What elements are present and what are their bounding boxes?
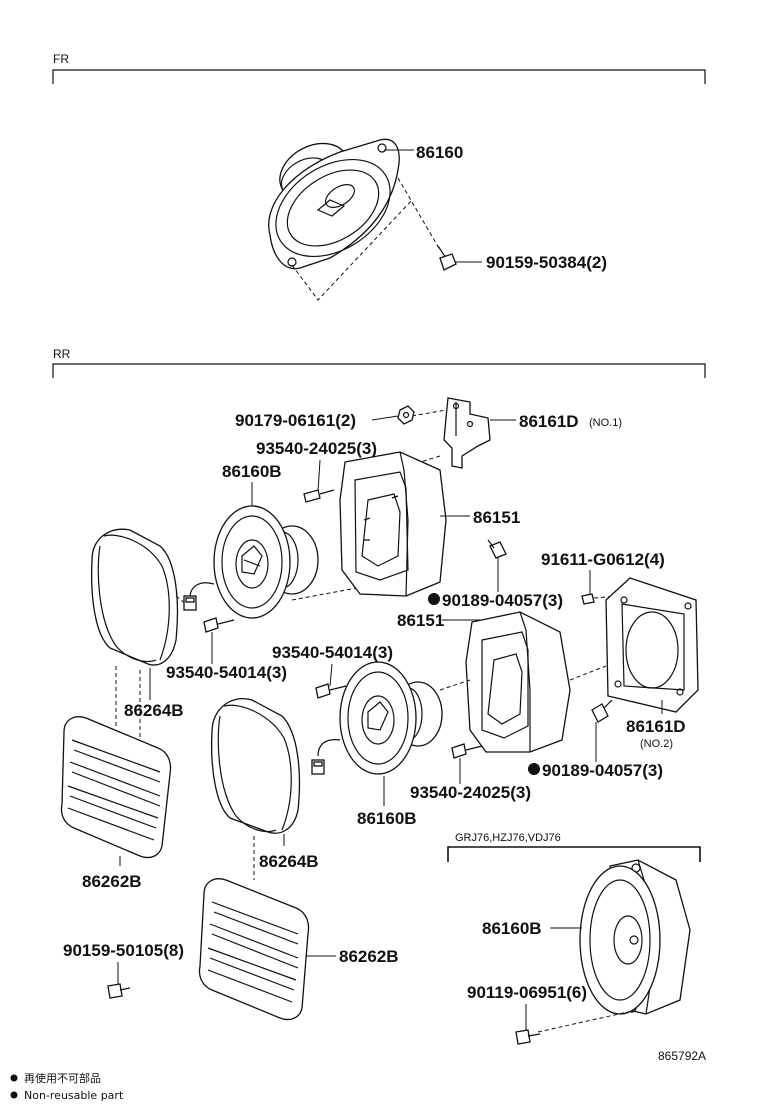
part-label-rr-screw-grille: 90159-50105(8): [63, 941, 184, 960]
rr-clip-bottom-icon: [591, 699, 613, 723]
part-label-fr-screw: 90159-50384(2): [486, 253, 607, 272]
rr-clip-top-icon: [487, 539, 507, 559]
part-label-variant-screw: 90119-06951(6): [467, 983, 587, 1002]
part-note-rr-bracket-no2: (NO.2): [640, 738, 673, 750]
part-label-rr-cover-left: 86264B: [124, 701, 184, 720]
fr-screw-icon: [437, 245, 457, 271]
rr-box-top-drawing: [339, 451, 470, 597]
part-label-rr-speaker-top: 86160B: [222, 462, 282, 481]
variant-speaker-drawing: [537, 859, 691, 1033]
rr-section-label: RR: [53, 347, 71, 361]
rr-screw-grille-icon: [107, 983, 131, 999]
rr-box-mid-drawing: [439, 611, 607, 753]
rr-nut-icon: [397, 405, 415, 425]
variant-section-bracket: [447, 846, 701, 862]
part-label-rr-clip-top: 90189-04057(3): [442, 591, 563, 610]
part-label-rr-box-top: 86151: [473, 508, 520, 527]
fr-section-bracket: [52, 69, 706, 84]
rr-grille-left-drawing: [60, 716, 172, 866]
part-label-rr-cover-mid: 86264B: [259, 852, 319, 871]
rr-speaker-mid-drawing: [311, 661, 443, 806]
part-label-rr-nut: 90179-06161(2): [235, 411, 356, 430]
rr-screw-mid-icon: [315, 683, 347, 699]
fr-section: FR: [52, 52, 706, 84]
legend-dot-icon: [10, 1091, 18, 1099]
rr-bracket-no2-drawing: [605, 577, 699, 714]
part-label-rr-clip-bottom: 90189-04057(3): [542, 761, 663, 780]
fr-section-label: FR: [53, 52, 69, 66]
part-label-rr-screw-mid: 93540-54014(3): [272, 643, 393, 662]
part-label-rr-box-mid: 86151: [397, 611, 444, 630]
variant-section-label: GRJ76,HZJ76,VDJ76: [455, 832, 561, 844]
part-label-rr-screw-top: 93540-24025(3): [256, 439, 377, 458]
rr-cover-left-drawing: [90, 528, 187, 700]
fr-speaker-drawing: [268, 138, 482, 301]
drawing-number: 865792A: [658, 1049, 706, 1063]
part-label-rr-grille-left: 86262B: [82, 872, 142, 891]
rr-section: RR: [52, 347, 706, 378]
legend-en: Non-reusable part: [24, 1089, 124, 1102]
variant-section: GRJ76,HZJ76,VDJ76: [447, 832, 701, 862]
part-label-rr-bracket-no2: 86161D: [626, 717, 686, 736]
non-reusable-marker-icon: [528, 763, 540, 775]
rr-grille-mid-drawing: [198, 878, 336, 1021]
rr-screw-top-icon: [303, 489, 335, 503]
legend-dot-icon: [10, 1074, 18, 1082]
part-label-rr-bracket-no1: 86161D: [519, 412, 579, 431]
rr-cover-mid-drawing: [210, 698, 301, 846]
part-label-rr-speaker-mid: 86160B: [357, 809, 417, 828]
legend-jp: 再使用不可部品: [24, 1071, 101, 1085]
part-label-variant-speaker: 86160B: [482, 919, 542, 938]
part-label-rr-screw-g0612: 91611-G0612(4): [541, 550, 665, 569]
rr-screw-left-icon: [203, 617, 235, 633]
part-label-fr-speaker: 86160: [416, 143, 463, 162]
rr-speaker-top-drawing: [183, 505, 401, 619]
part-label-rr-screw-left: 93540-54014(3): [166, 663, 287, 682]
rr-section-bracket: [52, 363, 706, 378]
rr-screw-bottom-icon: [451, 743, 483, 759]
part-label-rr-screw-bottom: 93540-24025(3): [410, 783, 531, 802]
rr-bracket-no1-drawing: [371, 397, 516, 471]
part-note-rr-bracket-no1: (NO.1): [589, 417, 622, 429]
variant-screw-icon: [515, 1029, 541, 1045]
part-label-rr-grille-mid: 86262B: [339, 947, 399, 966]
non-reusable-marker-icon: [428, 593, 440, 605]
